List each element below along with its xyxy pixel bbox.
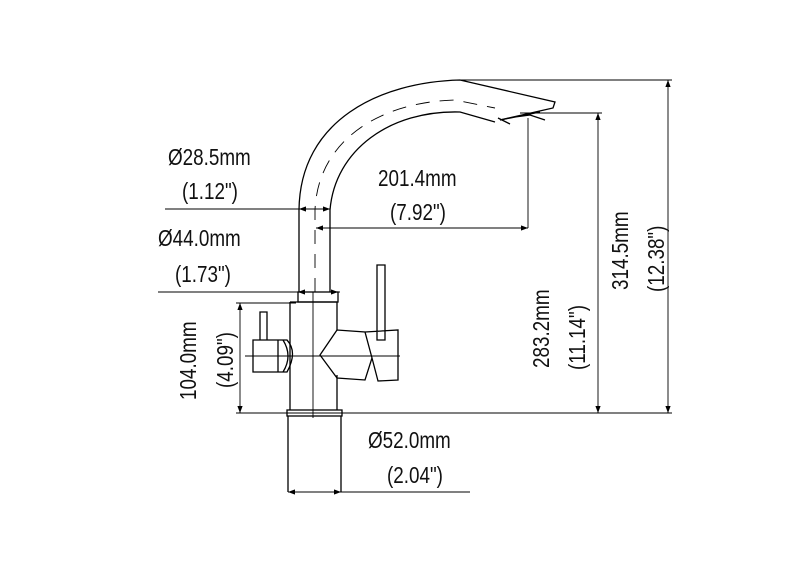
base-shank — [287, 416, 342, 492]
left-handle — [252, 311, 294, 373]
dimension-labels: Ø28.5mm (1.12") 201.4mm (7.92") Ø44.0mm … — [158, 145, 669, 488]
spout-diameter-in: (1.12") — [182, 179, 238, 204]
body-height-mm: 104.0mm — [176, 321, 201, 400]
reach-mm: 201.4mm — [378, 166, 457, 191]
spout-diameter-mm: Ø28.5mm — [168, 145, 251, 170]
total-height-in: (12.38") — [644, 226, 669, 292]
base-diameter-mm: Ø52.0mm — [368, 428, 451, 453]
right-handle — [319, 264, 399, 382]
body-diameter-mm: Ø44.0mm — [158, 226, 241, 251]
base-diameter-in: (2.04") — [387, 463, 443, 488]
body-height-in: (4.09") — [213, 332, 238, 388]
outlet-height-mm: 283.2mm — [529, 289, 554, 368]
spout-inner — [329, 111, 496, 292]
aerator — [497, 111, 546, 125]
neck-ring — [297, 291, 339, 303]
spout-centerline — [314, 99, 496, 292]
spout-outer — [298, 79, 556, 292]
body-diameter-in: (1.73") — [175, 262, 231, 287]
reach-in: (7.92") — [390, 200, 446, 225]
outlet-height-in: (11.14") — [565, 305, 590, 370]
faucet-outline — [245, 79, 556, 492]
dimension-lines — [158, 79, 672, 495]
total-height-mm: 314.5mm — [608, 211, 633, 290]
